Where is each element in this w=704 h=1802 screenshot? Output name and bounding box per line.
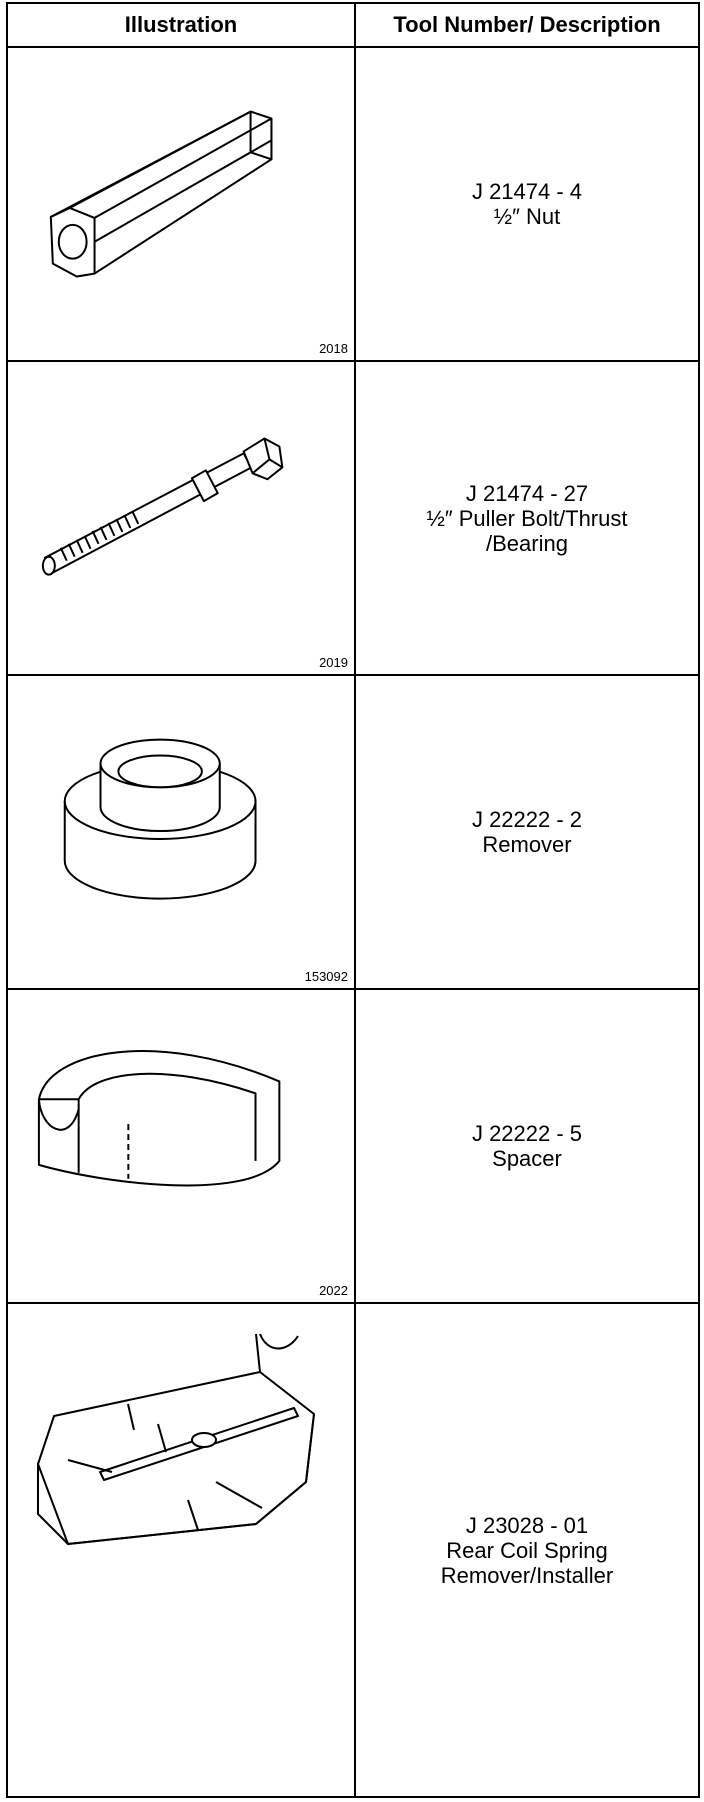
table-header: Illustration Tool Number/ Description [8, 4, 698, 48]
tool-number: J 22222 - 5 [471, 1121, 583, 1146]
coil-spring-tool-icon [8, 1304, 354, 1796]
tool-number: J 21474 - 27 [465, 480, 589, 506]
tool-description: J 21474 - 4 ½″ Nut [356, 48, 698, 360]
tool-description: J 21474 - 27 ½″ Puller Bolt/Thrust /Bear… [356, 362, 698, 674]
hex-nut-icon: 2018 [8, 48, 354, 360]
tool-description-line: Rear Coil Spring [446, 1537, 608, 1563]
remover-icon: 153092 [8, 676, 354, 988]
tool-description: J 23028 - 01 Rear Coil Spring Remover/In… [356, 1304, 698, 1796]
figure-number: 2019 [319, 655, 348, 670]
tool-description: J 22222 - 2 Remover [356, 676, 698, 988]
tool-description-line: /Bearing [486, 530, 568, 556]
table-row: J 23028 - 01 Rear Coil Spring Remover/In… [8, 1304, 698, 1796]
tool-description: J 22222 - 5 Spacer [356, 990, 698, 1302]
table-row: 2018 J 21474 - 4 ½″ Nut [8, 48, 698, 362]
tool-description-line: ½″ Puller Bolt/Thrust [426, 505, 628, 531]
header-description: Tool Number/ Description [393, 12, 661, 37]
tool-description-line: Remover [482, 832, 572, 857]
figure-number: 153092 [304, 969, 348, 984]
tool-description-line: Remover/Installer [440, 1562, 614, 1588]
tool-number: J 23028 - 01 [465, 1512, 589, 1538]
tool-description-line: Spacer [492, 1146, 562, 1171]
tool-number: J 21474 - 4 [471, 179, 583, 204]
table-row: 2019 J 21474 - 27 ½″ Puller Bolt/Thrust … [8, 362, 698, 676]
table-row: 2022 J 22222 - 5 Spacer [8, 990, 698, 1304]
figure-number: 2022 [319, 1283, 348, 1298]
figure-number: 2018 [319, 341, 348, 356]
column-divider [354, 4, 356, 1796]
tool-description-line: ½″ Nut [493, 204, 561, 229]
tool-number: J 22222 - 2 [471, 807, 583, 832]
header-illustration: Illustration [124, 12, 238, 37]
table-row: 153092 J 22222 - 2 Remover [8, 676, 698, 990]
spacer-icon: 2022 [8, 990, 354, 1302]
puller-bolt-icon: 2019 [8, 362, 354, 674]
tool-table: Illustration Tool Number/ Description 20… [6, 2, 700, 1798]
